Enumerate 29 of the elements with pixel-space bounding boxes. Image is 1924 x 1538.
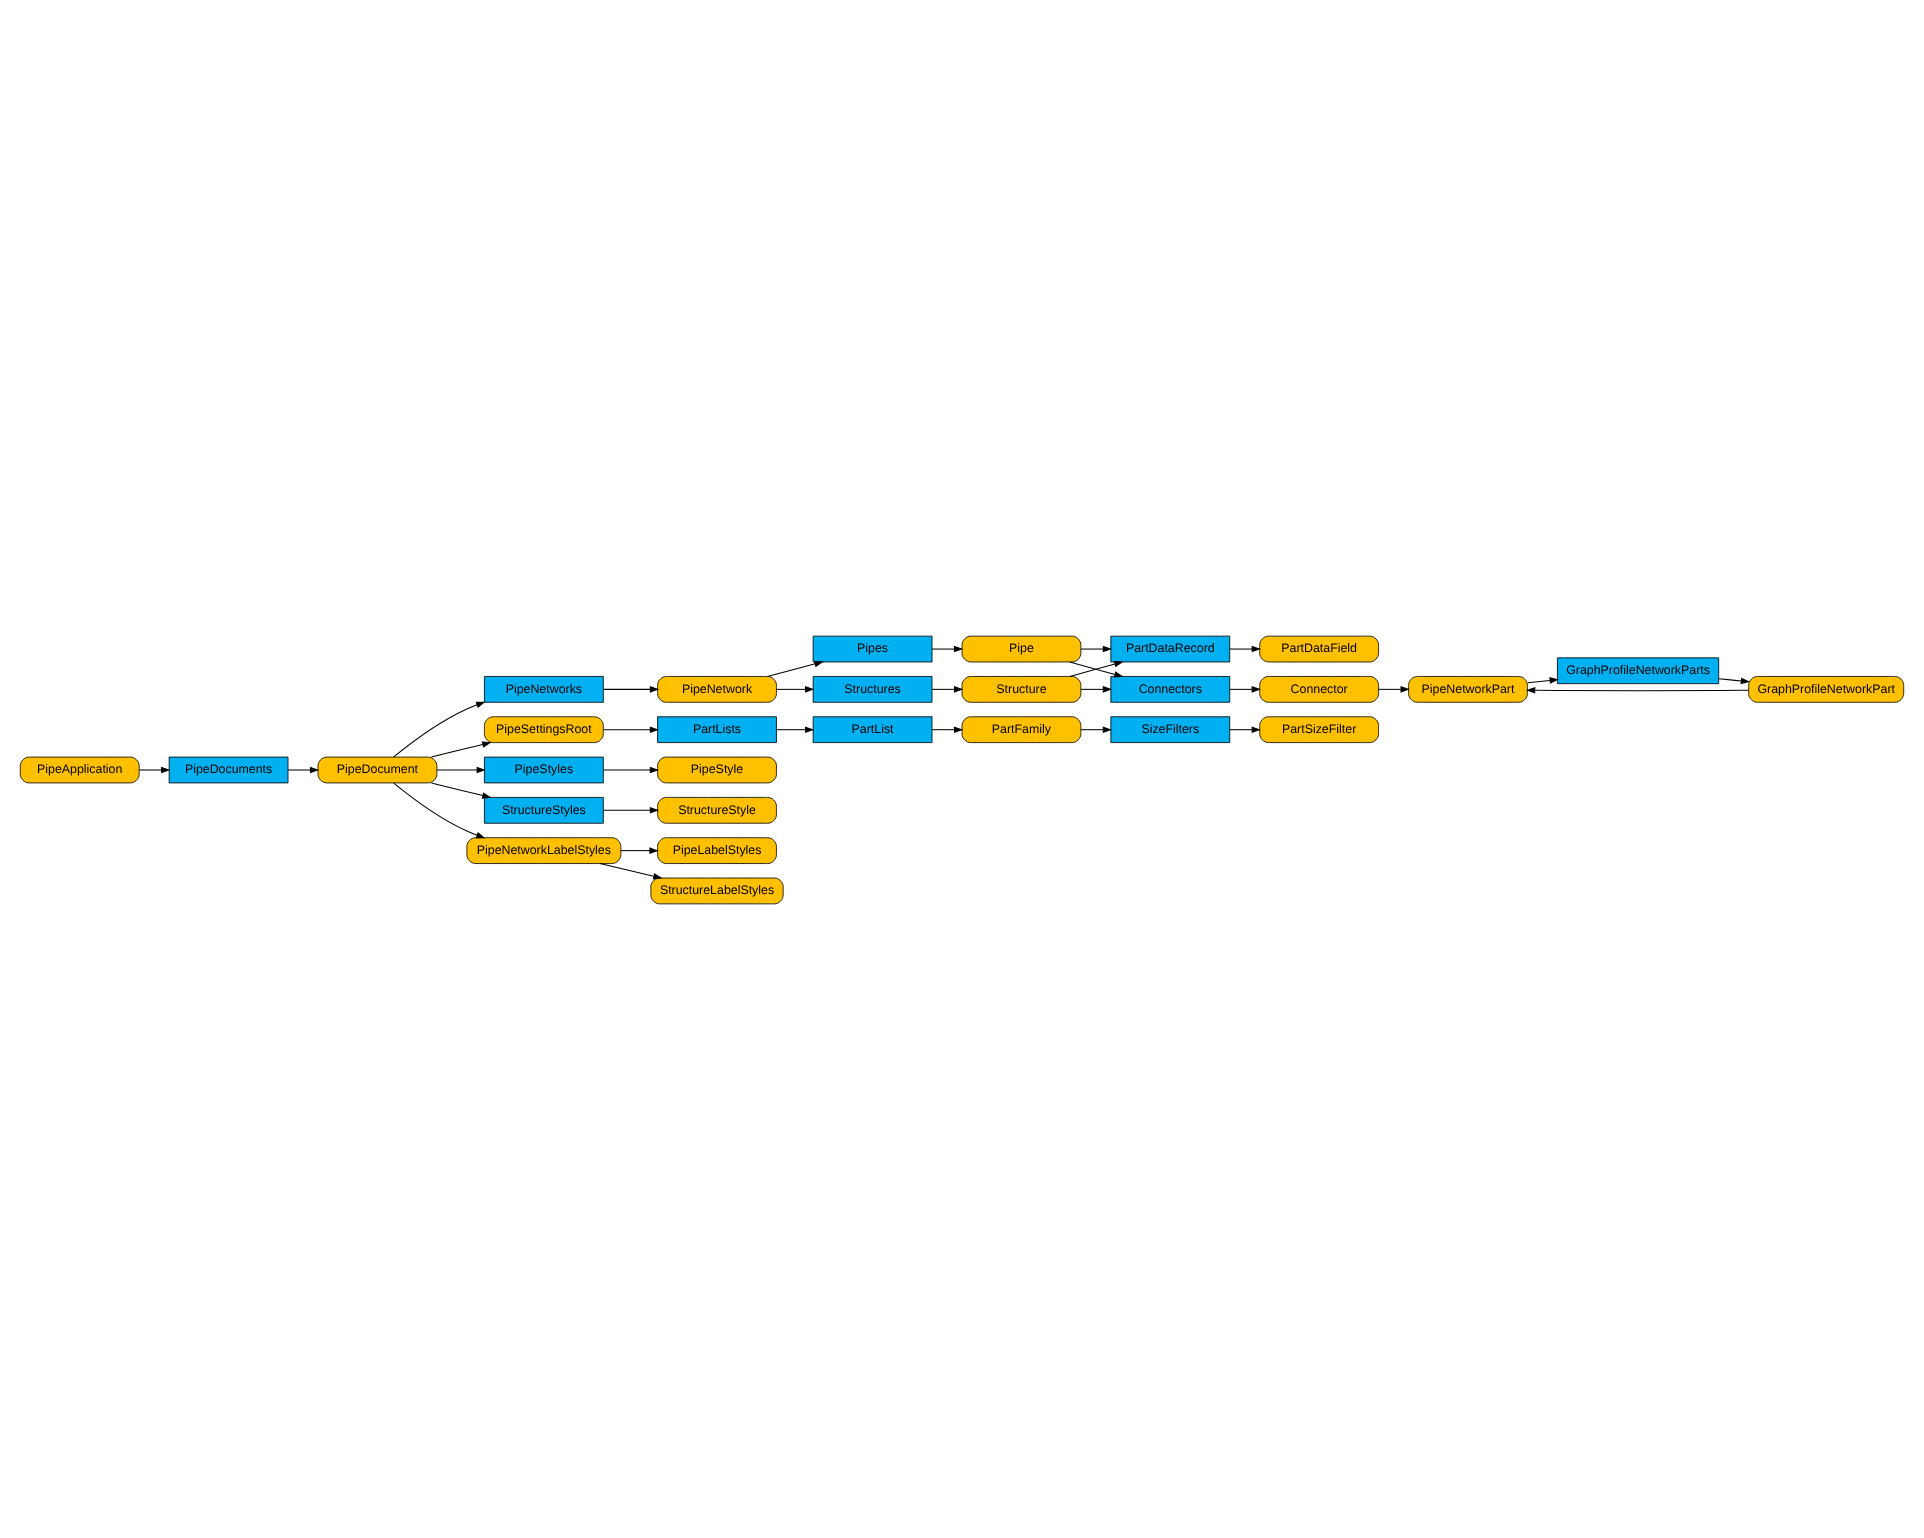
- arrow: [766, 659, 824, 676]
- arrow: [1080, 725, 1113, 732]
- arrow: [393, 700, 486, 757]
- arrow: [1525, 686, 1749, 693]
- arrow: [430, 740, 492, 757]
- arrow: [1718, 676, 1751, 684]
- arrow: [776, 725, 815, 732]
- arrow: [776, 685, 815, 692]
- arrow: [1080, 644, 1113, 652]
- arrow: [1229, 685, 1261, 692]
- arrow: [1229, 644, 1261, 652]
- arrow: [287, 765, 320, 773]
- arrow: [436, 765, 486, 773]
- arrow: [1378, 685, 1410, 692]
- arrow: [603, 806, 660, 813]
- arrow: [620, 846, 659, 853]
- arrow: [603, 765, 660, 773]
- arrow: [931, 725, 964, 732]
- arrow: [430, 781, 492, 798]
- arrow: [599, 862, 663, 879]
- arrow: [138, 765, 171, 773]
- arrow: [393, 781, 486, 838]
- arrow: [603, 685, 660, 692]
- arrow: [603, 725, 660, 732]
- arrow: [1527, 676, 1559, 683]
- arrow: [931, 644, 964, 652]
- arrow: [1080, 685, 1113, 692]
- arrow: [931, 685, 964, 692]
- arrow: [1229, 725, 1261, 732]
